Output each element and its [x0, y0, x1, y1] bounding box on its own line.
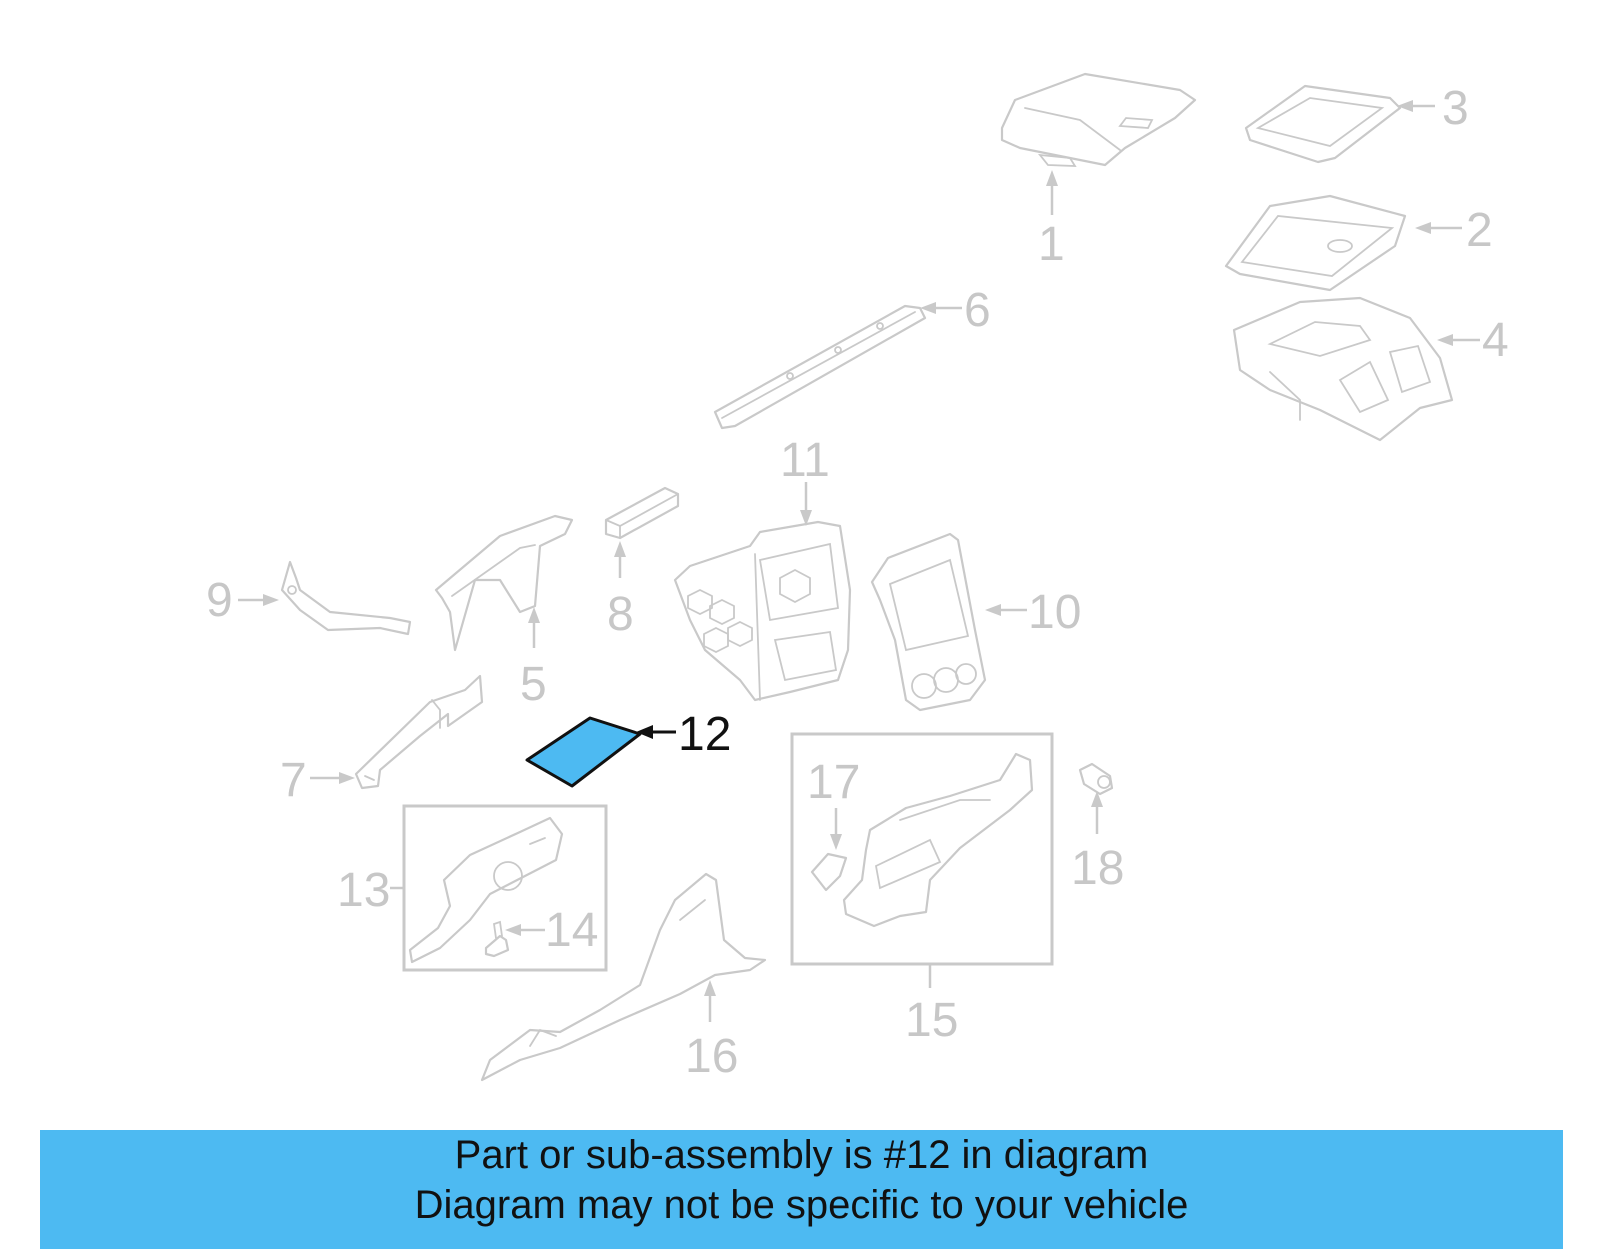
leader-6 — [920, 302, 962, 314]
label-18: 18 — [1071, 842, 1124, 895]
part-15 — [842, 752, 1034, 928]
part-4 — [1232, 296, 1454, 442]
label-9: 9 — [206, 574, 233, 627]
callout-box-15 — [790, 732, 1054, 966]
label-13: 13 — [337, 864, 390, 917]
part-12 — [525, 716, 642, 788]
part-1 — [1000, 72, 1197, 167]
label-16: 16 — [685, 1030, 738, 1083]
parts-diagram: 1 3 2 4 6 — [206, 72, 1509, 1083]
part-6 — [713, 304, 927, 430]
leader-3 — [1397, 100, 1435, 112]
label-1: 1 — [1038, 218, 1065, 271]
leader-16 — [704, 980, 716, 1022]
part-8 — [604, 486, 680, 540]
label-3: 3 — [1442, 82, 1469, 135]
leader-7 — [310, 772, 355, 784]
info-banner: Part or sub-assembly is #12 in diagram D… — [40, 1130, 1563, 1249]
leader-8 — [614, 541, 626, 578]
leader-9 — [238, 594, 279, 606]
part-3 — [1244, 84, 1402, 164]
label-11: 11 — [780, 434, 830, 487]
label-14: 14 — [545, 904, 598, 957]
label-8: 8 — [607, 588, 634, 641]
part-9 — [280, 560, 412, 636]
leader-10 — [985, 604, 1027, 616]
part-5 — [434, 514, 574, 652]
part-18 — [1078, 762, 1114, 796]
leader-5 — [528, 607, 540, 648]
leader-4 — [1437, 334, 1480, 346]
leader-1 — [1046, 170, 1058, 215]
part-17 — [810, 852, 848, 892]
part-7 — [354, 674, 484, 790]
label-7: 7 — [280, 754, 307, 807]
part-10 — [870, 532, 987, 712]
leader-17 — [830, 808, 842, 850]
label-17: 17 — [807, 756, 860, 809]
label-2: 2 — [1466, 204, 1493, 257]
part-2 — [1224, 194, 1407, 292]
leader-2 — [1415, 222, 1462, 234]
banner-line-1: Part or sub-assembly is #12 in diagram — [454, 1133, 1149, 1177]
banner-line-2: Diagram may not be specific to your vehi… — [414, 1183, 1189, 1227]
label-10: 10 — [1028, 586, 1081, 639]
leader-14 — [505, 924, 545, 936]
label-4: 4 — [1482, 314, 1509, 367]
part-11 — [673, 520, 852, 702]
part-13 — [408, 816, 564, 964]
label-6: 6 — [964, 284, 991, 337]
leader-12 — [636, 725, 676, 739]
part-16 — [480, 872, 767, 1082]
leader-18 — [1091, 791, 1103, 834]
label-5: 5 — [520, 658, 547, 711]
label-12: 12 — [678, 708, 731, 761]
part-14 — [484, 920, 510, 958]
label-15: 15 — [905, 994, 958, 1047]
leader-11 — [800, 482, 812, 526]
